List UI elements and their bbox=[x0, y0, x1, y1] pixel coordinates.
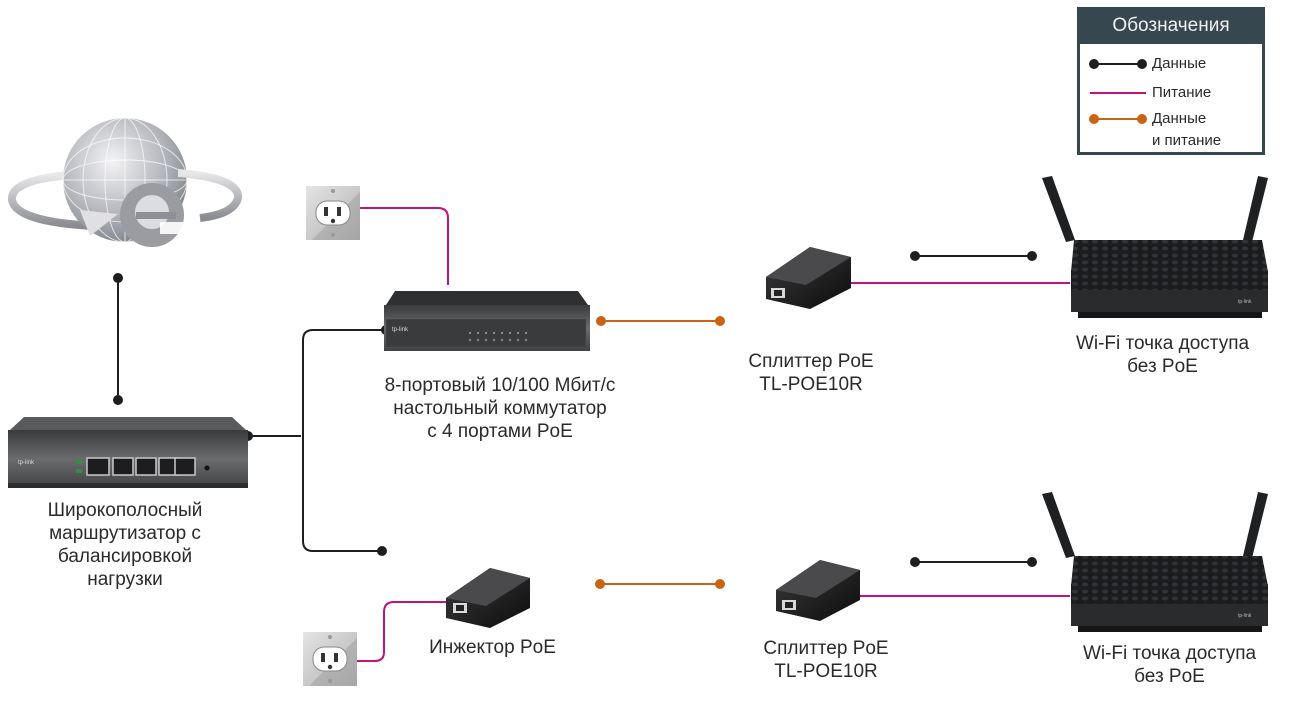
line-endpoint bbox=[1027, 557, 1037, 567]
power-outlet-bottom-icon bbox=[303, 632, 357, 686]
line-endpoint bbox=[910, 557, 920, 567]
router-label: Широкополосный маршрутизатор с балансиро… bbox=[47, 500, 203, 590]
line-endpoint bbox=[715, 579, 725, 589]
line-endpoint bbox=[113, 273, 123, 283]
globe-icon bbox=[8, 117, 242, 247]
line-endpoint bbox=[595, 579, 605, 589]
line-endpoint bbox=[715, 316, 725, 326]
svg-text:tp-link: tp-link bbox=[392, 327, 409, 333]
power-outlet-top-icon bbox=[306, 186, 360, 240]
legend-item-data: Данные bbox=[1080, 54, 1262, 74]
line-outlet-injector-power bbox=[357, 601, 446, 662]
ap-top-label: Wi-Fi точка доступа без PoE bbox=[1075, 333, 1250, 377]
data-line-icon bbox=[1089, 59, 1147, 69]
legend-item-data-power: Данные и питание bbox=[1080, 109, 1262, 149]
legend-label-data-power: Данные и питание bbox=[1152, 110, 1222, 149]
wifi-access-point-bottom-icon: tp-link bbox=[1042, 492, 1268, 632]
line-endpoint bbox=[377, 546, 387, 556]
data-power-lines bbox=[595, 316, 725, 589]
switch-label: 8-портовый 10/100 Мбит/с настольный комм… bbox=[384, 375, 616, 442]
line-outlet-switch-power bbox=[357, 207, 449, 285]
line-router-switch-injector bbox=[248, 329, 386, 552]
legend-label-power: Питание bbox=[1152, 84, 1212, 101]
injector-label: Инжектор PoE bbox=[429, 637, 556, 658]
splitter-top-label: Сплиттер PoE TL-POE10R bbox=[748, 351, 874, 395]
splitter-bottom-label: Сплиттер PoE TL-POE10R bbox=[763, 638, 889, 682]
ap-bottom-label: Wi-Fi точка доступа без PoE bbox=[1082, 643, 1257, 687]
data-lines bbox=[113, 251, 1037, 567]
router-icon: tp-link bbox=[8, 417, 248, 488]
line-endpoint bbox=[113, 395, 123, 405]
line-endpoint bbox=[910, 251, 920, 261]
wifi-access-point-top-icon: tp-link bbox=[1042, 176, 1268, 318]
legend-label-data: Данные bbox=[1152, 55, 1207, 72]
svg-text:tp-link: tp-link bbox=[18, 460, 35, 466]
line-endpoint bbox=[596, 316, 606, 326]
poe-splitter-bottom-icon bbox=[776, 560, 860, 621]
data-power-line-icon bbox=[1089, 114, 1147, 124]
poe-injector-icon bbox=[446, 568, 530, 628]
power-lines bbox=[357, 207, 1070, 662]
poe-splitter-top-icon bbox=[766, 247, 851, 309]
svg-text:tp-link: tp-link bbox=[1238, 299, 1252, 305]
legend-item-power: Питание bbox=[1080, 83, 1262, 103]
svg-text:tp-link: tp-link bbox=[1238, 613, 1252, 619]
legend-title: Обозначения bbox=[1080, 10, 1262, 44]
legend: Обозначения Данные Питание Данные и пита… bbox=[1077, 7, 1265, 155]
line-endpoint bbox=[1027, 251, 1037, 261]
power-line-icon bbox=[1090, 92, 1146, 94]
switch-icon: tp-link bbox=[384, 291, 590, 351]
